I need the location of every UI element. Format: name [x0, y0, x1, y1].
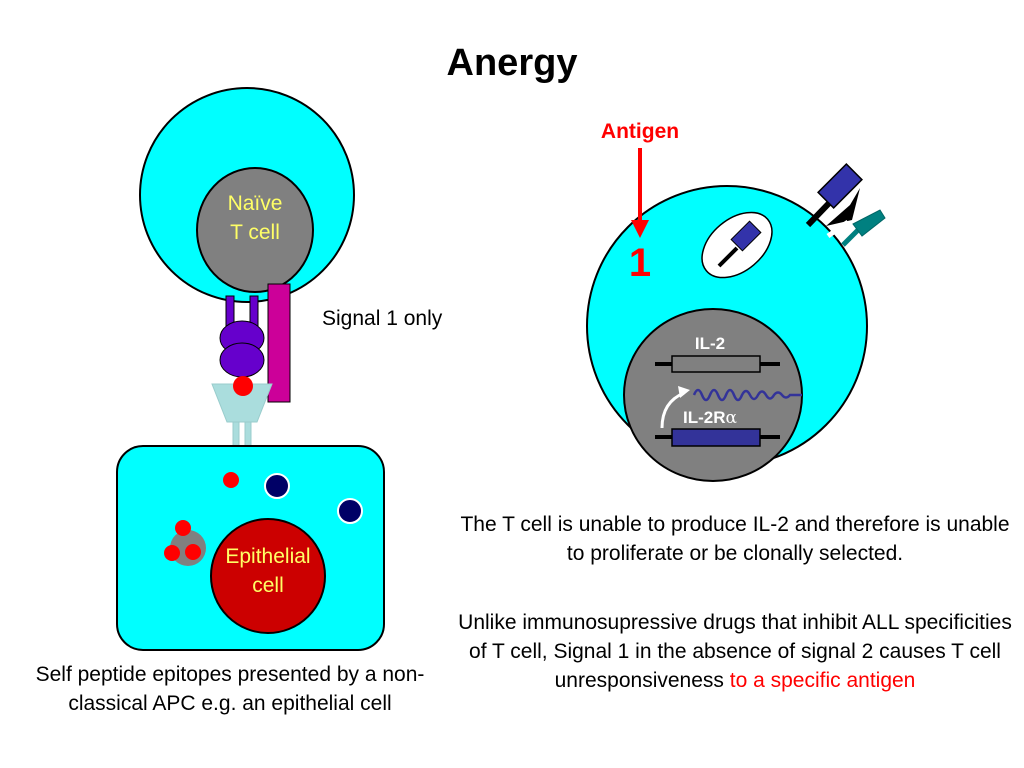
- tcr-stem-right: [249, 295, 259, 327]
- teal-receptor: [852, 209, 886, 237]
- right-paragraph-2-highlight: to a specific antigen: [729, 669, 916, 692]
- peptide-fragment-3: [185, 544, 201, 560]
- co-receptor-black: [826, 188, 860, 226]
- co-receptor-stalk: [826, 219, 850, 239]
- tcr-domain-lower: [219, 342, 265, 378]
- alpha-symbol: α: [726, 408, 738, 428]
- navy-vesicle-2: [337, 498, 363, 524]
- anergic-t-cell: IL-2 IL-2Rα: [586, 163, 886, 482]
- mhc-stem-left: [232, 421, 240, 447]
- right-paragraph-1: The T cell is unable to produce IL-2 and…: [460, 513, 1010, 565]
- right-paragraph-2: Unlike immunosupressive drugs that inhib…: [455, 608, 1015, 695]
- antigen-arrowhead: [631, 220, 649, 238]
- epithelial-nucleus: [210, 518, 326, 634]
- il2-gene-label: IL-2: [695, 334, 725, 353]
- peptide-fragment-2: [164, 545, 180, 561]
- signal-1-only-label: Signal 1 only: [322, 307, 443, 330]
- mhc-molecule: [211, 376, 273, 447]
- teal-receptor-stalk: [841, 226, 862, 247]
- il2r-gene-box: [671, 428, 761, 447]
- tcr-stem-left: [225, 295, 235, 327]
- naive-t-cell-nucleus: [196, 167, 314, 293]
- epithelial-label-line1: Epithelial: [225, 545, 310, 568]
- naive-label-line2: T cell: [230, 221, 280, 244]
- naive-label-line1: Naïve: [228, 192, 283, 215]
- peptide-fragment-1: [175, 520, 191, 536]
- surface-receptor: [817, 163, 863, 209]
- naive-t-cell: Naïve T cell: [139, 87, 355, 303]
- internalized-receptor: [730, 220, 762, 252]
- navy-vesicle-1: [264, 473, 290, 499]
- epithelial-label-line2: cell: [252, 574, 284, 597]
- epithelial-cell: Epithelial cell: [116, 445, 385, 651]
- slide-title: Anergy: [446, 42, 578, 84]
- il2-gene-box: [671, 355, 761, 373]
- transcription-arrowhead: [678, 386, 690, 398]
- cd3-magenta-bar: [267, 283, 291, 403]
- right-paragraph-2-main: Unlike immunosupressive drugs that inhib…: [458, 611, 1012, 692]
- mhc-stem-right: [244, 421, 252, 447]
- peptide-dot: [223, 472, 239, 488]
- il2r-gene-label: IL-2Rα: [683, 408, 738, 428]
- antigen-label: Antigen: [601, 120, 679, 143]
- t-cell-receptor: [219, 295, 265, 378]
- left-caption: Self peptide epitopes presented by a non…: [35, 663, 425, 715]
- signal-one-marker: 1: [629, 241, 651, 285]
- bound-peptide: [233, 376, 253, 396]
- internalized-receptor-stalk: [717, 246, 739, 268]
- il2r-mrna-transcript: [692, 388, 802, 402]
